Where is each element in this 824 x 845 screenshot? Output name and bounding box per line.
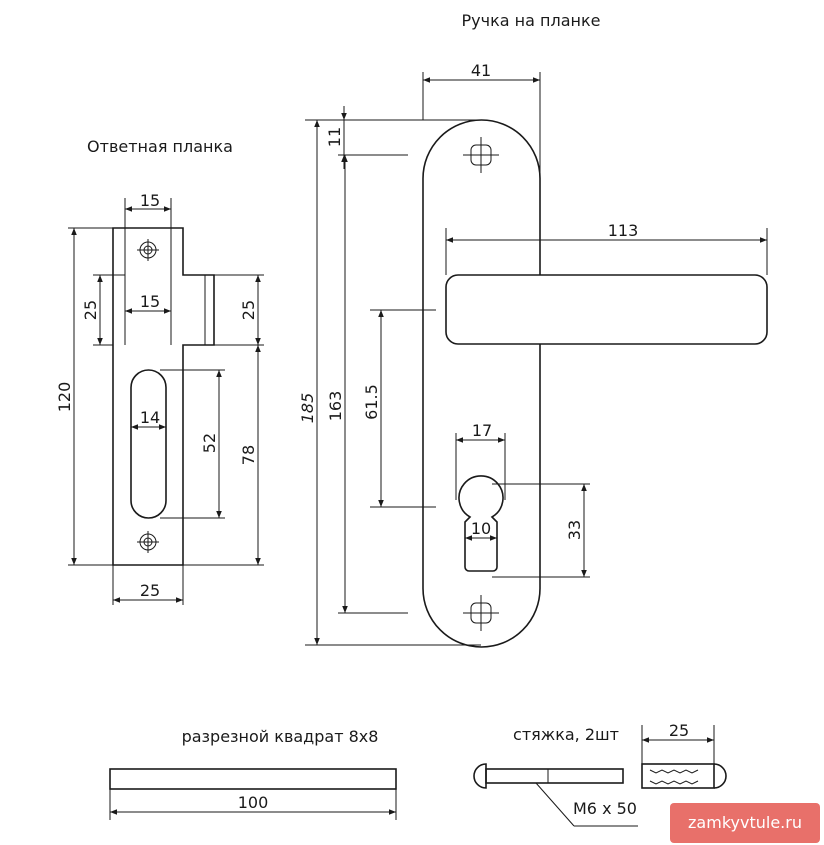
handle-lever (445, 274, 768, 345)
handle-on-plate: Ручка на планке 41 (298, 11, 768, 648)
handle-backplate-outline (422, 119, 541, 648)
spindle-outline (109, 768, 397, 790)
strike-screw-bottom (137, 531, 159, 553)
split-spindle: разрезной квадрат 8х8 100 (109, 727, 397, 820)
bolt-screw: М6 х 50 (473, 763, 638, 827)
dim-spindle-100: 100 (238, 793, 269, 812)
handle-screw-top (463, 137, 499, 173)
handle-title: Ручка на планке (462, 11, 601, 30)
strike-latch-slot (130, 369, 167, 519)
strike-plate-title: Ответная планка (87, 137, 233, 156)
dim-handle-33: 33 (565, 520, 584, 540)
dim-strike-25-bottom: 25 (140, 581, 160, 600)
dim-handle-61-5: 61.5 (362, 384, 381, 420)
bolt-m6-label: М6 х 50 (573, 799, 637, 818)
dim-strike-15-top: 15 (140, 191, 160, 210)
dim-bolt-25: 25 (669, 721, 689, 740)
dim-strike-14: 14 (140, 408, 160, 427)
bolt-nut (641, 763, 727, 789)
dim-strike-25-left: 25 (81, 300, 100, 320)
dim-strike-25-right: 25 (239, 300, 258, 320)
connecting-bolts: стяжка, 2шт М6 х 50 25 (473, 721, 727, 827)
dim-strike-15-mid: 15 (140, 292, 160, 311)
dim-handle-17: 17 (472, 421, 492, 440)
strike-screw-top (137, 239, 159, 261)
spindle-title: разрезной квадрат 8х8 (182, 727, 379, 746)
dim-handle-41: 41 (471, 61, 491, 80)
dim-strike-78: 78 (239, 445, 258, 465)
strike-plate: Ответная планка (55, 137, 264, 605)
dim-handle-185: 185 (298, 393, 317, 424)
dim-handle-163: 163 (326, 391, 345, 422)
dim-strike-120: 120 (55, 382, 74, 413)
watermark-badge[interactable]: zamkyvtule.ru (670, 803, 820, 843)
dim-strike-52: 52 (200, 433, 219, 453)
bolts-title: стяжка, 2шт (513, 725, 619, 744)
dim-handle-10: 10 (471, 519, 491, 538)
handle-cylinder-cutout (458, 475, 504, 572)
dim-handle-113: 113 (608, 221, 639, 240)
dim-handle-11: 11 (325, 127, 344, 147)
strike-plate-outline (112, 227, 215, 566)
handle-screw-bottom (463, 595, 499, 631)
